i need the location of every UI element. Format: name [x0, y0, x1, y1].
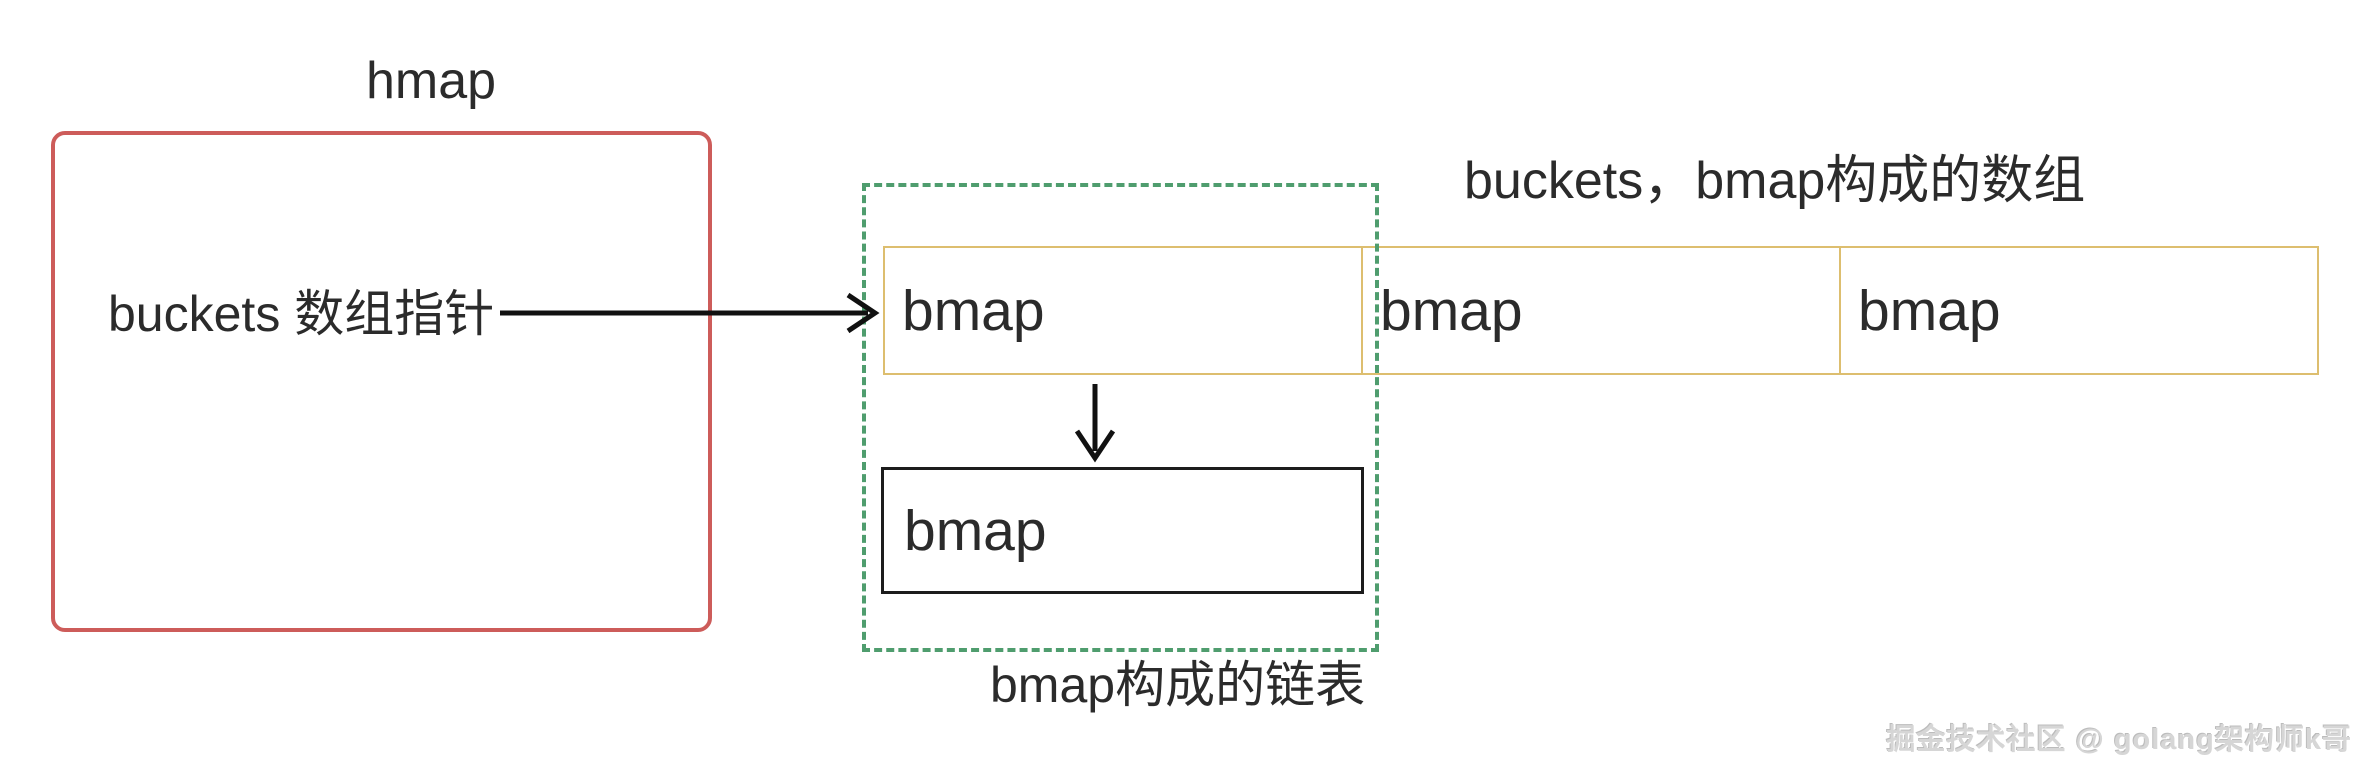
bucket-cell-2: bmap [1361, 248, 1839, 373]
hmap-buckets-field-label: buckets 数组指针 [108, 286, 495, 342]
bucket-array-row: bmap bmap bmap [883, 246, 2319, 375]
overflow-arrow [1074, 384, 1116, 463]
watermark: 掘金技术社区 @ golang架构师k哥 [1886, 724, 2352, 756]
bucket-cell-label: bmap [902, 278, 1045, 343]
bucket-cell-label: bmap [1858, 278, 2001, 343]
hmap-title: hmap [365, 52, 497, 110]
bucket-cell-1: bmap [885, 248, 1361, 373]
hmap-box [51, 131, 712, 632]
overflow-bucket-label: bmap [904, 498, 1047, 563]
bucket-cell-3: bmap [1839, 248, 2317, 373]
linked-list-label: bmap构成的链表 [990, 657, 1366, 713]
bucket-cell-label: bmap [1380, 278, 1523, 343]
bucket-array-label: buckets，bmap构成的数组 [1464, 152, 2086, 210]
overflow-bucket-box: bmap [881, 467, 1364, 594]
